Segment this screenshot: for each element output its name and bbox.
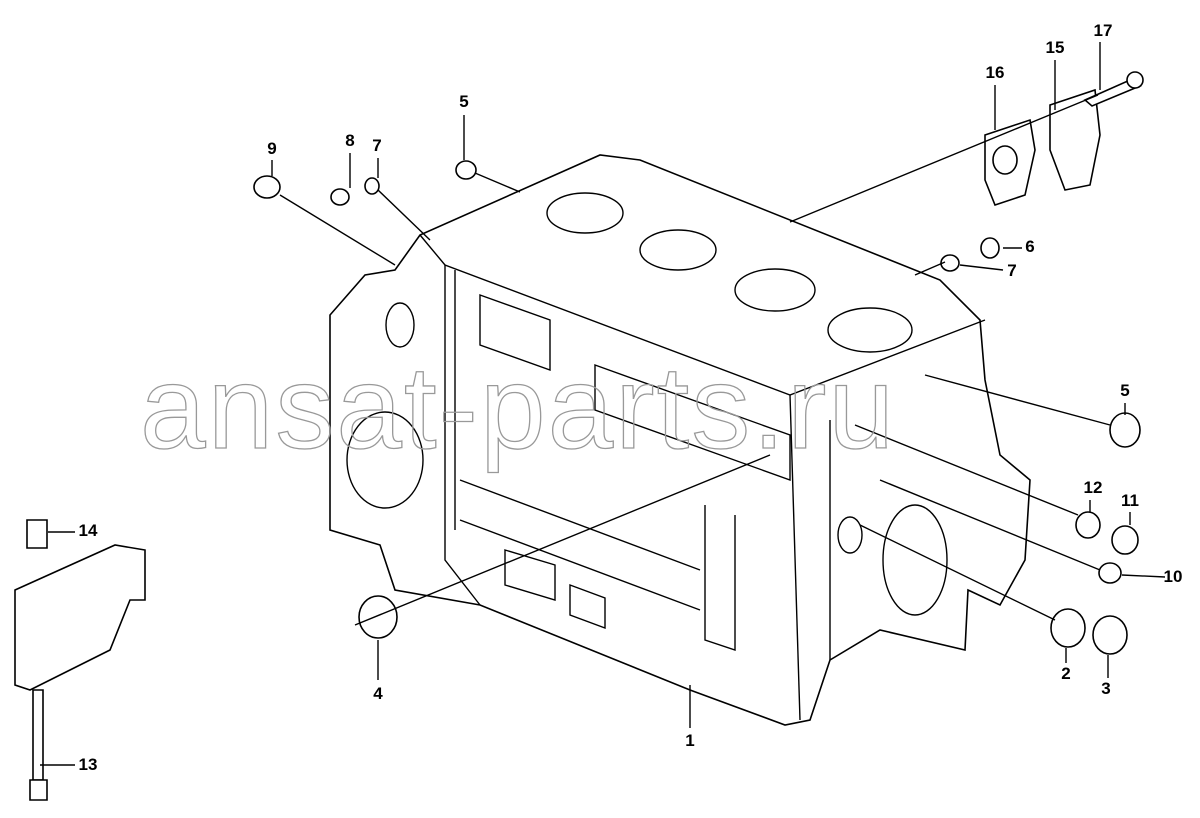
small-parts [14, 71, 1144, 801]
callout-5: 5 [1120, 381, 1129, 400]
callout-17: 17 [1094, 21, 1113, 40]
callout-7: 7 [372, 136, 381, 155]
callout-4: 4 [373, 684, 383, 703]
cylinder-block [329, 154, 1031, 726]
callout-3: 3 [1101, 679, 1110, 698]
callout-10: 10 [1164, 567, 1183, 586]
callout-7: 7 [1007, 261, 1016, 280]
callout-5: 5 [459, 92, 468, 111]
callout-12: 12 [1084, 478, 1103, 497]
watermark: ansat-parts.ru [140, 342, 896, 474]
callout-2: 2 [1061, 664, 1070, 683]
leader-lines [40, 42, 1166, 766]
callout-11: 11 [1121, 491, 1139, 510]
callout-15: 15 [1046, 38, 1065, 57]
callout-16: 16 [986, 63, 1005, 82]
callout-1: 1 [685, 731, 694, 750]
callout-14: 14 [79, 521, 98, 540]
callout-9: 9 [267, 139, 276, 158]
callout-6: 6 [1025, 237, 1034, 256]
callout-8: 8 [345, 131, 354, 150]
callout-13: 13 [79, 755, 98, 774]
